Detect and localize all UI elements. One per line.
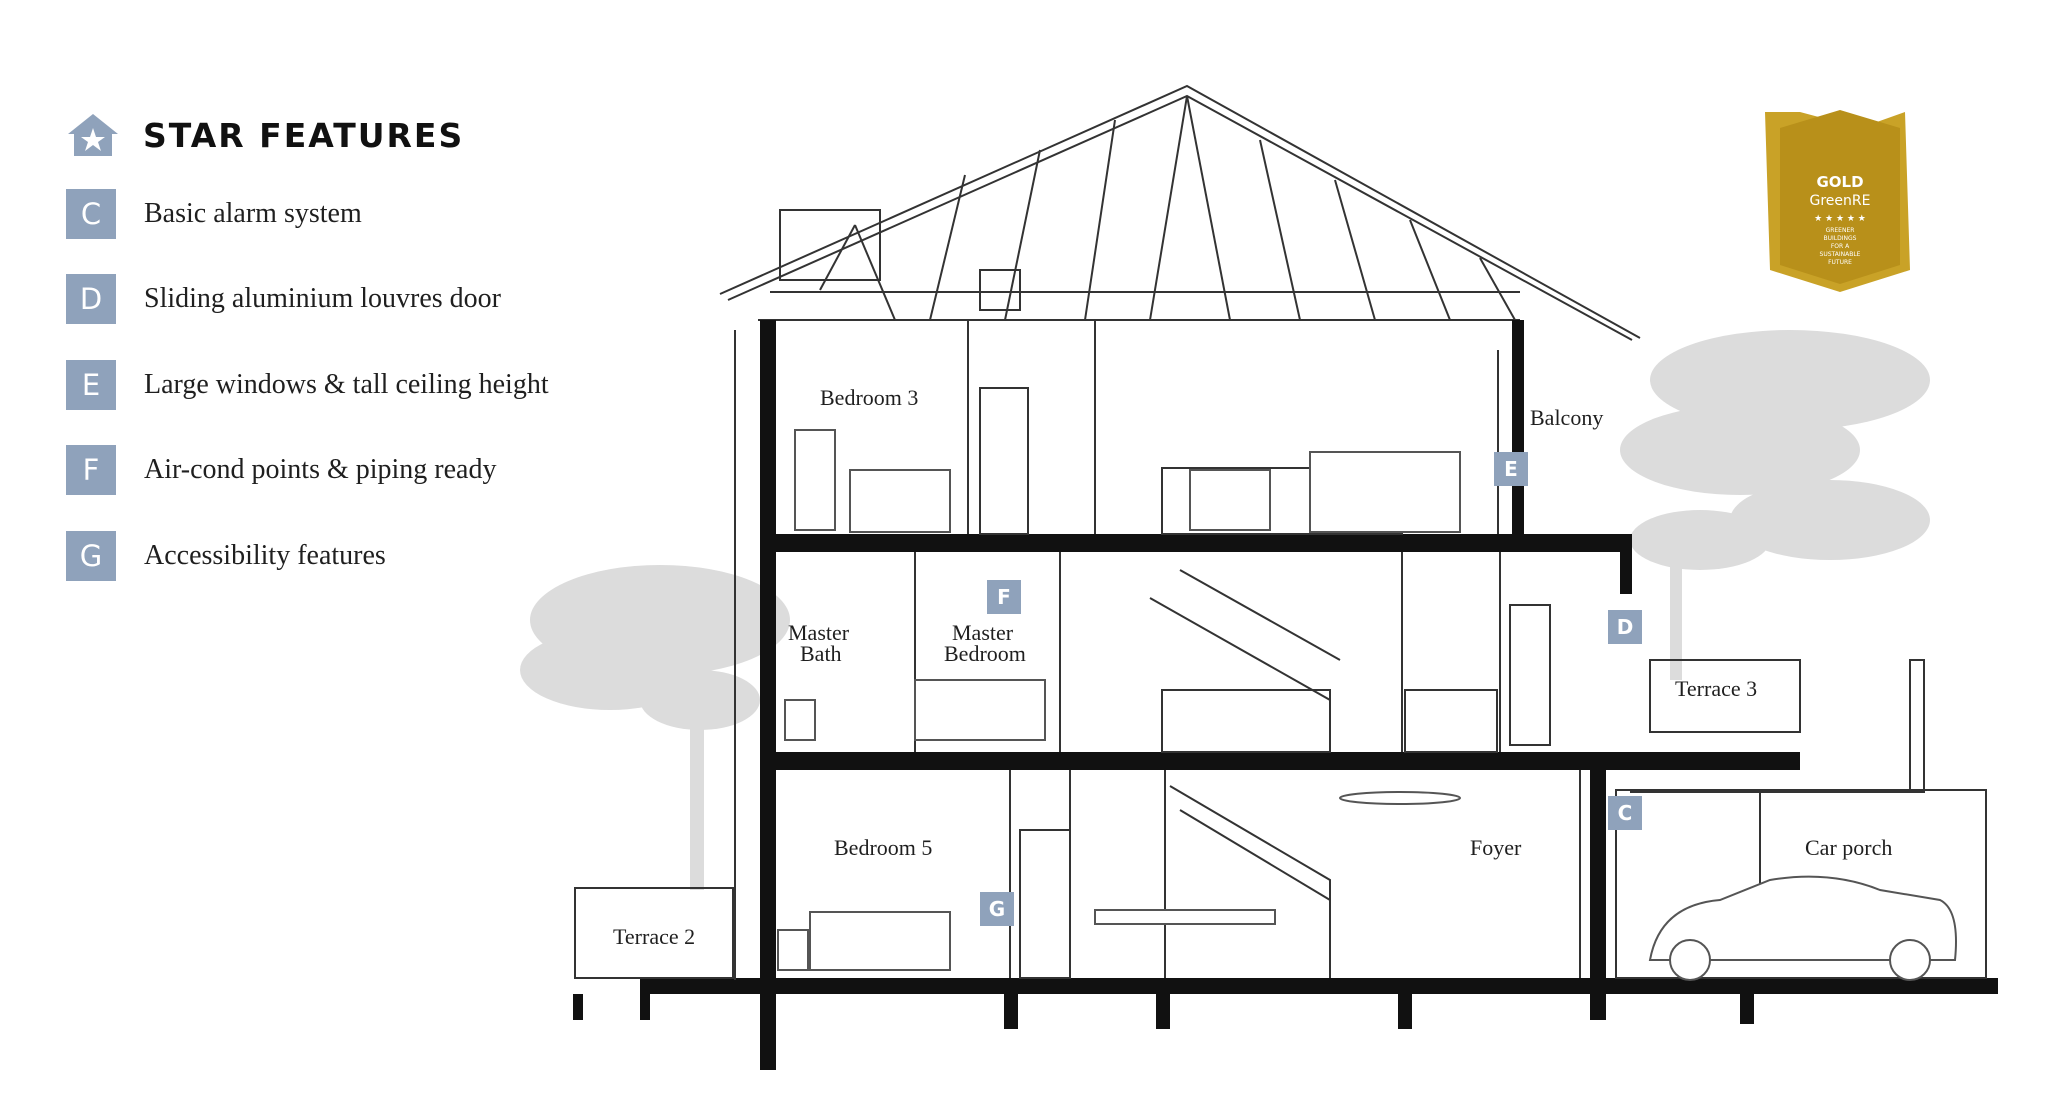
tree-left xyxy=(520,565,790,890)
wall-lines xyxy=(574,320,1987,980)
badge-tagline-4: SUSTAINABLE xyxy=(1820,251,1861,258)
marker-c: C xyxy=(1608,796,1642,830)
staircase xyxy=(1149,467,1498,978)
marker-f: F xyxy=(987,580,1021,614)
badge-tagline-5: FUTURE xyxy=(1828,259,1852,266)
badge-tagline-3: FOR A xyxy=(1831,243,1850,250)
room-label-master-bedroom-line1: Master xyxy=(952,620,1014,645)
furniture xyxy=(777,429,1957,981)
greenre-gold-badge: GOLD GreenRE ★ ★ ★ ★ ★ GREENER BUILDINGS… xyxy=(1765,110,1910,292)
feature-item-g: G Accessibility features xyxy=(66,531,386,581)
room-label-terrace-3: Terrace 3 xyxy=(1675,676,1757,701)
badge-tagline-2: BUILDINGS xyxy=(1824,235,1857,242)
feature-code-badge: F xyxy=(66,445,116,495)
home-star-icon xyxy=(68,114,118,156)
legend-title: STAR FEATURES xyxy=(143,116,465,155)
feature-text: Air-cond points & piping ready xyxy=(144,454,497,485)
badge-stars: ★ ★ ★ ★ ★ xyxy=(1814,214,1866,224)
roof-truss xyxy=(719,84,1641,341)
marker-e: E xyxy=(1494,452,1528,486)
feature-text: Basic alarm system xyxy=(144,198,362,229)
svg-text:G: G xyxy=(989,897,1005,921)
feature-item-e: E Large windows & tall ceiling height xyxy=(66,360,549,410)
marker-d: D xyxy=(1608,610,1642,644)
badge-level: GOLD xyxy=(1816,173,1863,191)
structure xyxy=(573,320,1998,1070)
svg-text:D: D xyxy=(1617,615,1634,639)
room-label-car-porch: Car porch xyxy=(1805,835,1892,860)
room-label-balcony: Balcony xyxy=(1530,405,1603,430)
svg-text:F: F xyxy=(997,585,1011,609)
room-label-master-bath-line1: Master xyxy=(788,620,850,645)
feature-code-badge: G xyxy=(66,531,116,581)
badge-brand: GreenRE xyxy=(1810,193,1871,209)
room-label-foyer: Foyer xyxy=(1470,835,1522,860)
tree-right xyxy=(1620,330,1930,680)
feature-item-f: F Air-cond points & piping ready xyxy=(66,445,497,495)
feature-item-d: D Sliding aluminium louvres door xyxy=(66,274,501,324)
room-label-master-bedroom-line2: Bedroom xyxy=(944,641,1026,666)
feature-code-badge: E xyxy=(66,360,116,410)
feature-text: Sliding aluminium louvres door xyxy=(144,283,501,314)
badge-tagline-1: GREENER xyxy=(1826,227,1855,234)
room-label-bedroom-5: Bedroom 5 xyxy=(834,835,932,860)
svg-text:E: E xyxy=(1504,457,1518,481)
svg-text:C: C xyxy=(1618,801,1633,825)
feature-code-badge: C xyxy=(66,189,116,239)
room-label-master-bath-line2: Bath xyxy=(800,641,842,666)
room-label-terrace-2: Terrace 2 xyxy=(613,924,695,949)
room-label-bedroom-3: Bedroom 3 xyxy=(820,385,918,410)
feature-item-c: C Basic alarm system xyxy=(66,189,362,239)
feature-text: Large windows & tall ceiling height xyxy=(144,369,549,400)
feature-text: Accessibility features xyxy=(144,540,386,571)
feature-code-badge: D xyxy=(66,274,116,324)
marker-g: G xyxy=(980,892,1014,926)
